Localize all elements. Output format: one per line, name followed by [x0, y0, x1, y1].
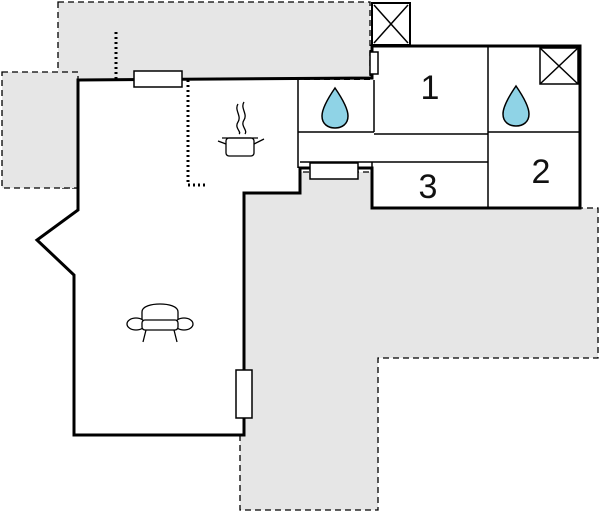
- window-hall: [309, 162, 359, 180]
- window-east: [235, 369, 253, 419]
- storage-icon: [539, 47, 579, 85]
- outer-wall-main: [34, 44, 582, 437]
- bedroom-1-area: [374, 46, 488, 132]
- room-labels: 1 2 3: [419, 69, 551, 206]
- water-drop-icon: [502, 84, 530, 127]
- interior-walls: [297, 46, 580, 208]
- water-drop-icon: [321, 86, 349, 129]
- window-north: [133, 70, 183, 88]
- windows: [133, 51, 379, 419]
- terrace-left: [1, 71, 79, 189]
- room-2-label: 2: [532, 153, 551, 191]
- terrace-bottom: [239, 171, 599, 511]
- chimney-icon: [371, 2, 411, 46]
- railings: [114, 32, 206, 187]
- window-small: [369, 51, 379, 75]
- outer-walls: [34, 44, 582, 437]
- living-kitchen-area: [37, 80, 300, 435]
- room-3-label: 3: [419, 168, 438, 206]
- hall-area: [298, 132, 488, 162]
- room-1-label: 1: [421, 69, 440, 107]
- bedroom-2-area: [488, 132, 580, 208]
- kitchen-pot-icon: [217, 101, 265, 157]
- bedroom-3-area: [372, 162, 488, 208]
- sofa-icon: [126, 303, 194, 343]
